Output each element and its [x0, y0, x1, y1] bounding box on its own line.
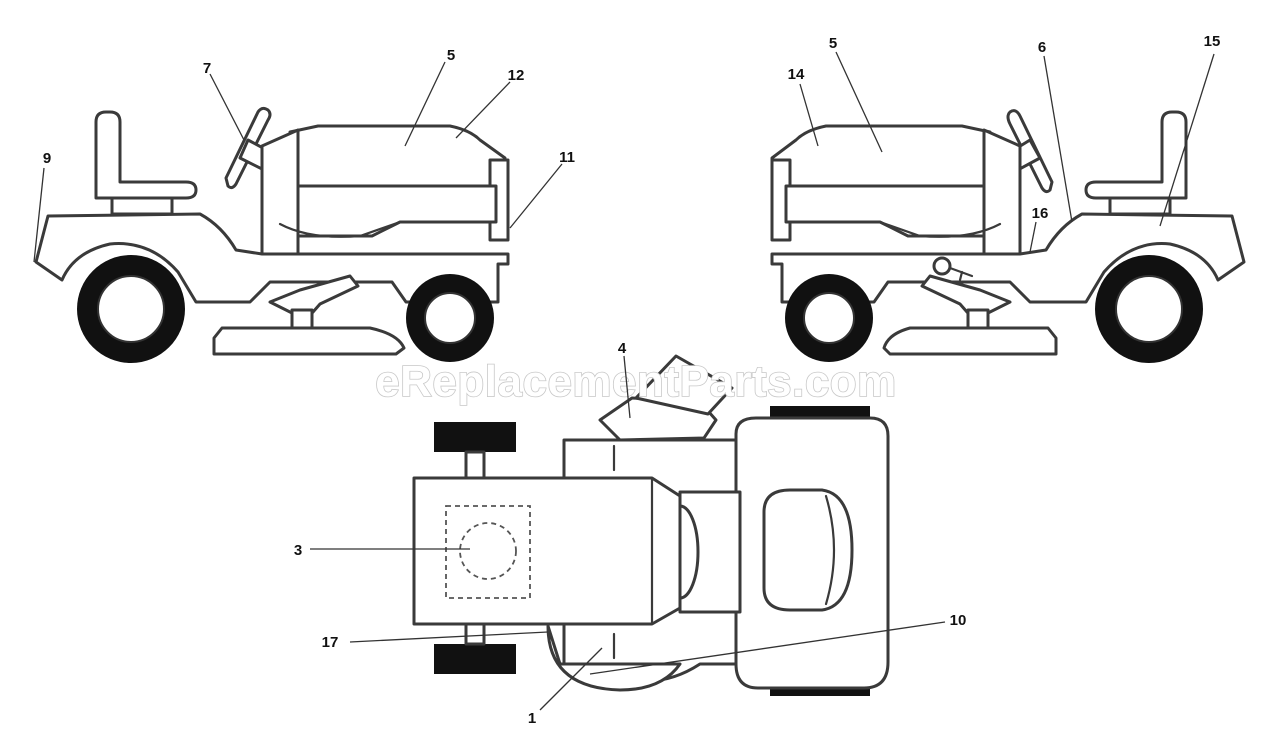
watermark: eReplacementParts.com — [375, 357, 897, 406]
engine-outline — [445, 505, 531, 599]
callout-12: 12 — [508, 67, 525, 84]
callout-11: 11 — [559, 149, 575, 166]
leader-lines — [33, 51, 1215, 711]
callout-1: 1 — [528, 710, 536, 727]
callout-10: 10 — [950, 612, 967, 629]
callout-15: 15 — [1204, 33, 1221, 50]
callout-3: 3 — [294, 542, 302, 559]
seat-top — [762, 488, 854, 612]
callout-9: 9 — [43, 150, 51, 167]
callout-labels: 7 5 12 11 9 14 5 6 15 16 4 3 17 10 1 — [43, 33, 1221, 727]
chassis-left — [34, 212, 510, 304]
callout-6: 6 — [1038, 39, 1046, 56]
callout-5-left: 5 — [447, 47, 455, 64]
seat-left — [94, 110, 198, 200]
top-view — [412, 354, 890, 696]
chassis-right — [770, 212, 1246, 304]
mower-deck-right — [882, 326, 1058, 356]
hood-left — [288, 124, 507, 188]
callout-5-right: 5 — [829, 35, 837, 52]
callout-4: 4 — [618, 340, 627, 357]
right-side-view — [770, 109, 1246, 363]
engine-cap-outline — [459, 522, 517, 580]
hood-right — [770, 124, 992, 188]
callout-14: 14 — [788, 66, 805, 83]
mower-deck-left — [212, 326, 406, 356]
seat-right — [1084, 110, 1188, 200]
front-tire-top-lower — [434, 644, 516, 674]
front-tire-top-upper — [434, 422, 516, 452]
callout-7: 7 — [203, 60, 211, 77]
key-icon — [932, 256, 952, 276]
hood-top — [412, 476, 682, 626]
callout-17: 17 — [322, 634, 339, 651]
callout-16: 16 — [1032, 205, 1049, 222]
left-side-view — [34, 106, 510, 363]
